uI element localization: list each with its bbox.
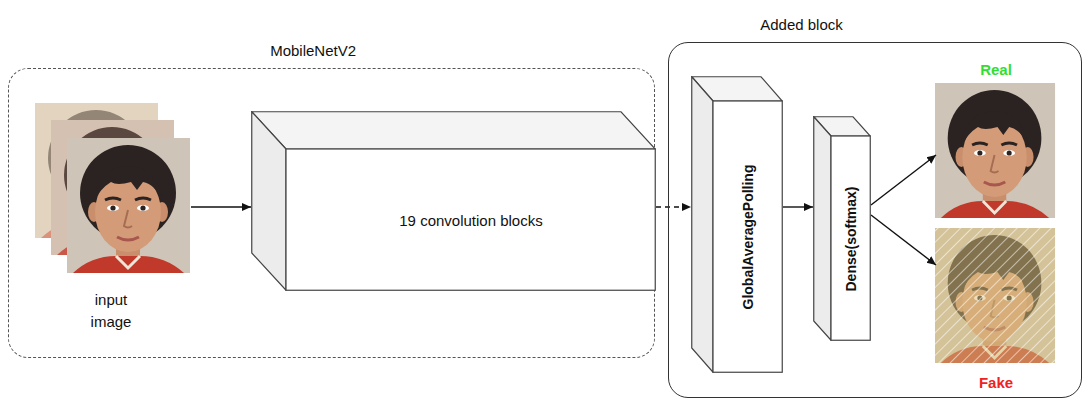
box-outline	[691, 76, 783, 373]
node-label: 19 convolution blocks	[399, 212, 542, 229]
group-box: MobileNetV2input image19 convolution blo…	[8, 68, 655, 358]
box-front-area: Dense(softmax)	[831, 136, 871, 341]
node-label: GlobalAveragePolling	[740, 165, 756, 310]
conv-block-box: 19 convolution blocks	[251, 111, 656, 291]
fake-output: Fake	[936, 229, 1056, 364]
box-front-area: 19 convolution blocks	[286, 149, 656, 291]
node-label: MobileNetV2	[270, 42, 356, 59]
connector-arrow	[783, 206, 813, 207]
dense-layer-box: Dense(softmax)	[813, 116, 871, 341]
real-output: Real	[936, 84, 1056, 219]
connector-arrow	[871, 215, 936, 265]
input-node: input image	[36, 104, 191, 334]
box-front-face	[286, 149, 655, 290]
box-front-face	[713, 101, 782, 372]
box-front-area: GlobalAveragePolling	[713, 101, 783, 373]
node-label: Added block	[760, 16, 843, 33]
box-outline	[251, 111, 656, 291]
connector-arrow	[191, 206, 251, 207]
real-face-image	[935, 83, 1055, 218]
node-label: Real	[980, 61, 1012, 78]
box-front-face	[831, 136, 870, 340]
box-side-face	[692, 77, 713, 373]
box-top-face	[252, 112, 656, 149]
node-label: input image	[81, 289, 141, 333]
node-label: Dense(softmax)	[843, 186, 859, 291]
connector-arrow	[656, 206, 691, 207]
box-outline	[813, 116, 871, 341]
pooling-layer-box: GlobalAveragePolling	[691, 76, 783, 373]
fake-face-image	[935, 228, 1055, 363]
group-box: Added blockGlobalAveragePollingDense(sof…	[668, 42, 1082, 398]
node-label: Fake	[979, 374, 1013, 391]
box-side-face	[814, 117, 831, 341]
input-image-stack	[35, 103, 190, 273]
connector-arrow	[871, 155, 936, 205]
box-side-face	[252, 112, 286, 291]
